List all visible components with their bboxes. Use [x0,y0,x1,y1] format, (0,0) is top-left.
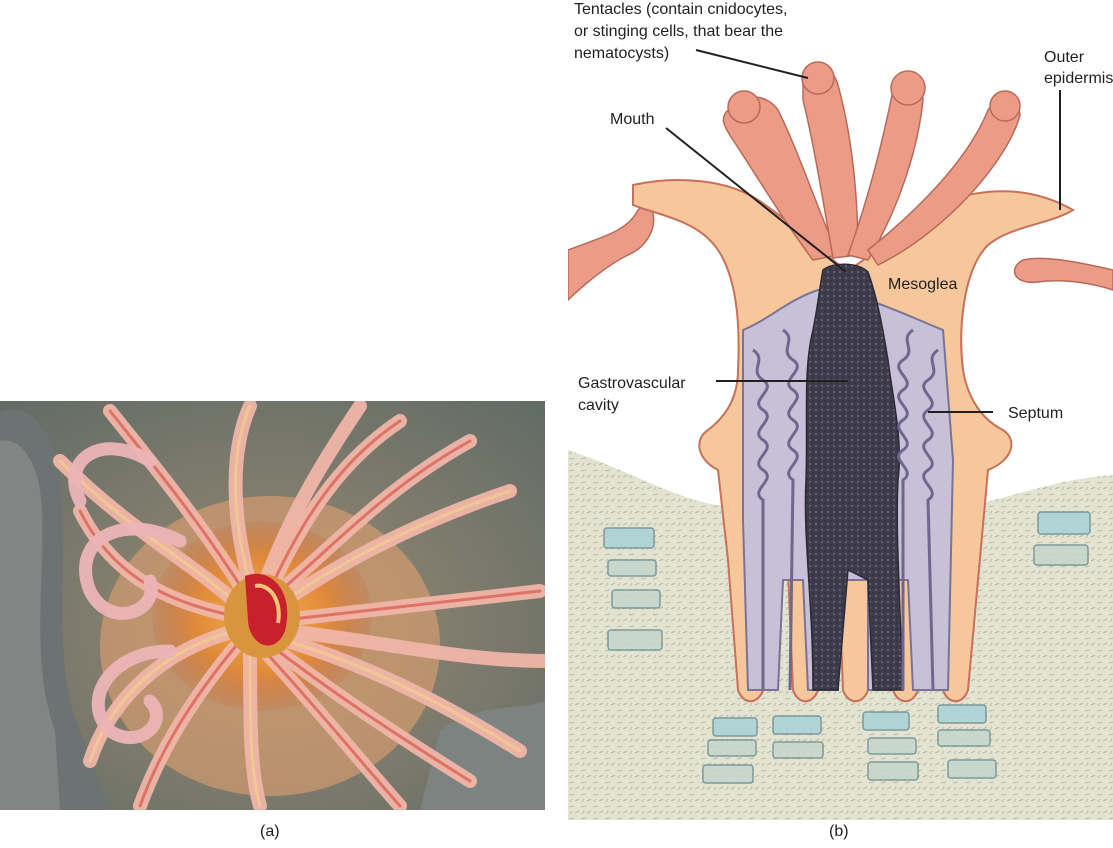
septum-label: Septum [1008,405,1064,422]
gastrovascular-label-line2: cavity [578,397,619,414]
tentacles-label-line2: or stinging cells, that bear the [574,23,784,40]
outer-epidermis-label-line2: epidermis [1044,70,1113,87]
gastrovascular-label-line1: Gastrovascular [578,375,686,392]
anemone-cross-section-illustration: Tentacles (contain cnidocytes, or stingi… [567,0,1113,820]
panel-b-caption: (b) [829,823,849,840]
sea-anemone-photo [0,399,552,813]
panel-a-caption: (a) [260,823,280,840]
tentacles-label-line1: Tentacles (contain cnidocytes, [574,1,788,18]
mouth-label: Mouth [610,111,655,128]
outer-epidermis-label-line1: Outer [1044,49,1085,66]
mesoglea-label: Mesoglea [888,276,958,293]
tentacles-label-line3: nematocysts) [574,45,670,62]
